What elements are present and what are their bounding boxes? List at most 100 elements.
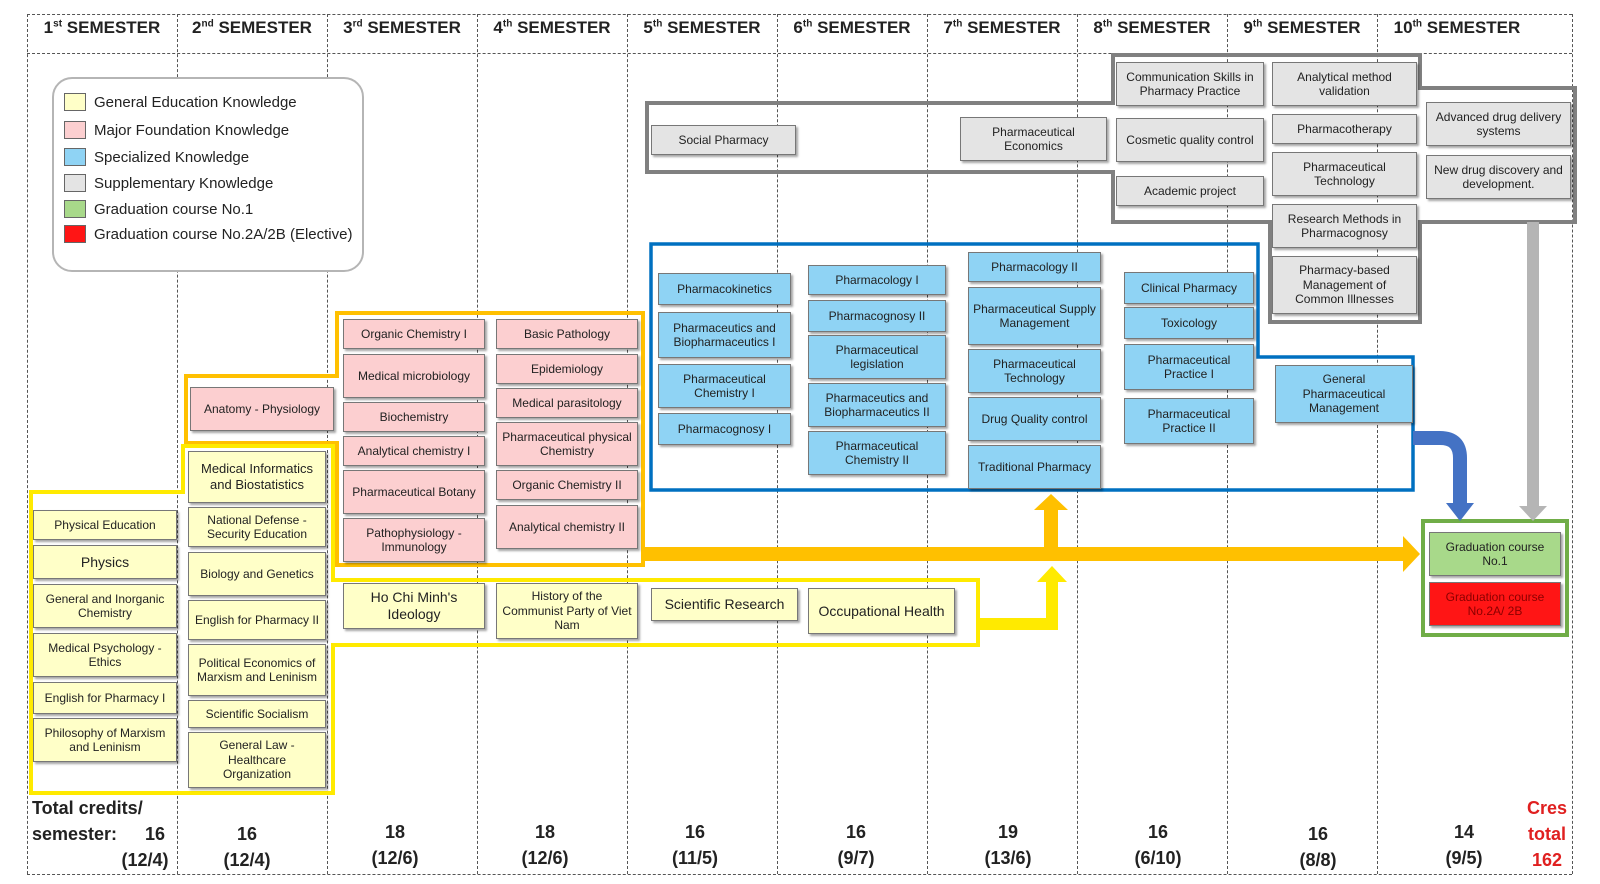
credit-split-1: (12/4) [121, 850, 169, 870]
orange-arrow-shaft [643, 547, 1403, 561]
yellow-arrow-shaft [1046, 582, 1058, 630]
course-pharm-chemistry-2: Pharmaceutical Chemistry II [808, 431, 946, 475]
course-social-pharmacy: Social Pharmacy [651, 125, 796, 155]
legend-label: Supplementary Knowledge [94, 174, 274, 192]
yellow-arrow-base [978, 618, 1058, 630]
grand-total-label-1: Cres [1526, 798, 1568, 818]
specialized-outline [649, 242, 1415, 492]
blue-arrow-head [1446, 503, 1474, 521]
course-biology-genetics: Biology and Genetics [188, 552, 326, 596]
course-organic-chemistry-2: Organic Chemistry II [496, 470, 638, 500]
semester-header-8: 8th SEMESTER [1093, 18, 1211, 37]
bottom-rule [27, 874, 1572, 875]
semester-header-4: 4th SEMESTER [493, 18, 611, 37]
course-pharm-legislation: Pharmaceutical legislation [808, 335, 946, 379]
course-pharm-economics: Pharmaceutical Economics [960, 117, 1107, 161]
legend-swatch [64, 148, 86, 166]
course-advanced-drug-delivery: Advanced drug delivery systems [1426, 102, 1571, 146]
credit-split-5: (11/5) [671, 848, 719, 868]
credit-total-3: 18 [384, 822, 406, 842]
gray-arrow-shaft [1527, 222, 1539, 508]
semester-header-9: 9th SEMESTER [1243, 18, 1361, 37]
col-line [1077, 14, 1078, 874]
credit-total-8: 16 [1147, 822, 1169, 842]
col-line [1377, 14, 1378, 874]
course-pharm-physical-chemistry: Pharmaceutical physical Chemistry [496, 422, 638, 466]
course-pharm-technology-9: Pharmaceutical Technology [1272, 152, 1417, 196]
credit-total-10: 14 [1453, 822, 1475, 842]
semester-header-5: 5th SEMESTER [643, 18, 761, 37]
course-pharm-practice-1: Pharmaceutical Practice I [1124, 344, 1254, 390]
col-line [1572, 14, 1573, 874]
course-ho-chi-minh-ideology: Ho Chi Minh's Ideology [343, 583, 485, 629]
legend-label: Graduation course No.2A/2B (Elective) [94, 225, 353, 243]
header-rule [27, 53, 1572, 54]
credit-total-1: 16 [144, 824, 166, 844]
credit-split-9: (8/8) [1299, 850, 1337, 870]
legend-label: Major Foundation Knowledge [94, 121, 290, 139]
general-outline [29, 444, 980, 795]
course-pathophysiology-immunology: Pathophysiology - Immunology [343, 518, 485, 562]
course-basic-pathology: Basic Pathology [496, 319, 638, 349]
credit-split-3: (12/6) [371, 848, 419, 868]
course-analytical-validation: Analytical method validation [1272, 62, 1417, 106]
course-organic-chemistry-1: Organic Chemistry I [343, 319, 485, 349]
orange-up-arrow-head [1034, 494, 1068, 510]
course-political-economics: Political Economics of Marxism and Lenin… [188, 644, 326, 696]
legend-swatch [64, 121, 86, 139]
course-pharm-practice-2: Pharmaceutical Practice II [1124, 398, 1254, 444]
credit-split-10: (9/5) [1445, 848, 1483, 868]
course-pharmaceutical-botany: Pharmaceutical Botany [343, 470, 485, 514]
legend-item: Major Foundation Knowledge [64, 120, 289, 140]
course-medical-informatics: Medical Informatics and Biostatistics [188, 451, 326, 503]
course-physical-education: Physical Education [33, 510, 177, 540]
course-scientific-socialism: Scientific Socialism [188, 700, 326, 728]
grand-total-label-2: total [1528, 824, 1566, 844]
legend-swatch [64, 225, 86, 243]
legend-item: Graduation course No.1 [64, 199, 253, 219]
credit-split-6: (9/7) [837, 848, 875, 868]
course-analytical-chemistry-2: Analytical chemistry II [496, 505, 638, 549]
course-pharmacology-2: Pharmacology II [968, 252, 1101, 282]
course-general-law: General Law - Healthcare Organization [188, 732, 326, 788]
course-graduation-2: Graduation course No.2A/ 2B [1429, 582, 1561, 626]
gray-arrow-head [1519, 506, 1547, 521]
course-philosophy-marxism: Philosophy of Marxism and Leninism [33, 718, 177, 762]
course-communication-skills: Communication Skills in Pharmacy Practic… [1116, 62, 1264, 106]
course-pharm-chemistry-1: Pharmaceutical Chemistry I [658, 364, 791, 408]
credit-total-4: 18 [534, 822, 556, 842]
course-pharmaceutics-2: Pharmaceutics and Biopharmaceutics II [808, 383, 946, 427]
legend-label: General Education Knowledge [94, 93, 297, 111]
grand-total-value: 162 [1531, 850, 1563, 870]
course-physics: Physics [33, 545, 177, 579]
course-medical-parasitology: Medical parasitology [496, 388, 638, 418]
course-toxicology: Toxicology [1124, 307, 1254, 339]
legend-label: Graduation course No.1 [94, 200, 254, 218]
blue-arrow-shaft [1413, 431, 1467, 505]
credit-total-7: 19 [997, 822, 1019, 842]
col-line [1227, 14, 1228, 874]
course-epidemiology: Epidemiology [496, 354, 638, 384]
orange-arrow-head [1403, 536, 1420, 572]
course-pharm-technology-7: Pharmaceutical Technology [968, 349, 1101, 393]
course-general-inorganic-chemistry: General and Inorganic Chemistry [33, 584, 177, 628]
credits-label-line2: semester: [32, 824, 118, 844]
course-medical-microbiology: Medical microbiology [343, 354, 485, 398]
credit-total-2: 16 [236, 824, 258, 844]
course-research-methods: Research Methods in Pharmacognosy [1272, 204, 1417, 248]
course-academic-project: Academic project [1116, 176, 1264, 206]
supplementary-outline [645, 53, 1577, 324]
graduation-outline [1421, 519, 1569, 637]
course-biochemistry: Biochemistry [343, 402, 485, 432]
legend-item: Supplementary Knowledge [64, 173, 273, 193]
course-general-pharm-mgmt: General Pharmaceutical Management [1275, 365, 1413, 423]
course-anatomy-physiology: Anatomy - Physiology [190, 387, 334, 431]
col-line [27, 14, 28, 874]
semester-header-6: 6th SEMESTER [793, 18, 911, 37]
course-new-drug-discovery: New drug discovery and development. [1426, 155, 1571, 199]
yellow-arrow-head [1037, 566, 1067, 582]
credit-total-5: 16 [684, 822, 706, 842]
semester-header-3: 3rd SEMESTER [343, 18, 461, 37]
legend-swatch [64, 93, 86, 111]
